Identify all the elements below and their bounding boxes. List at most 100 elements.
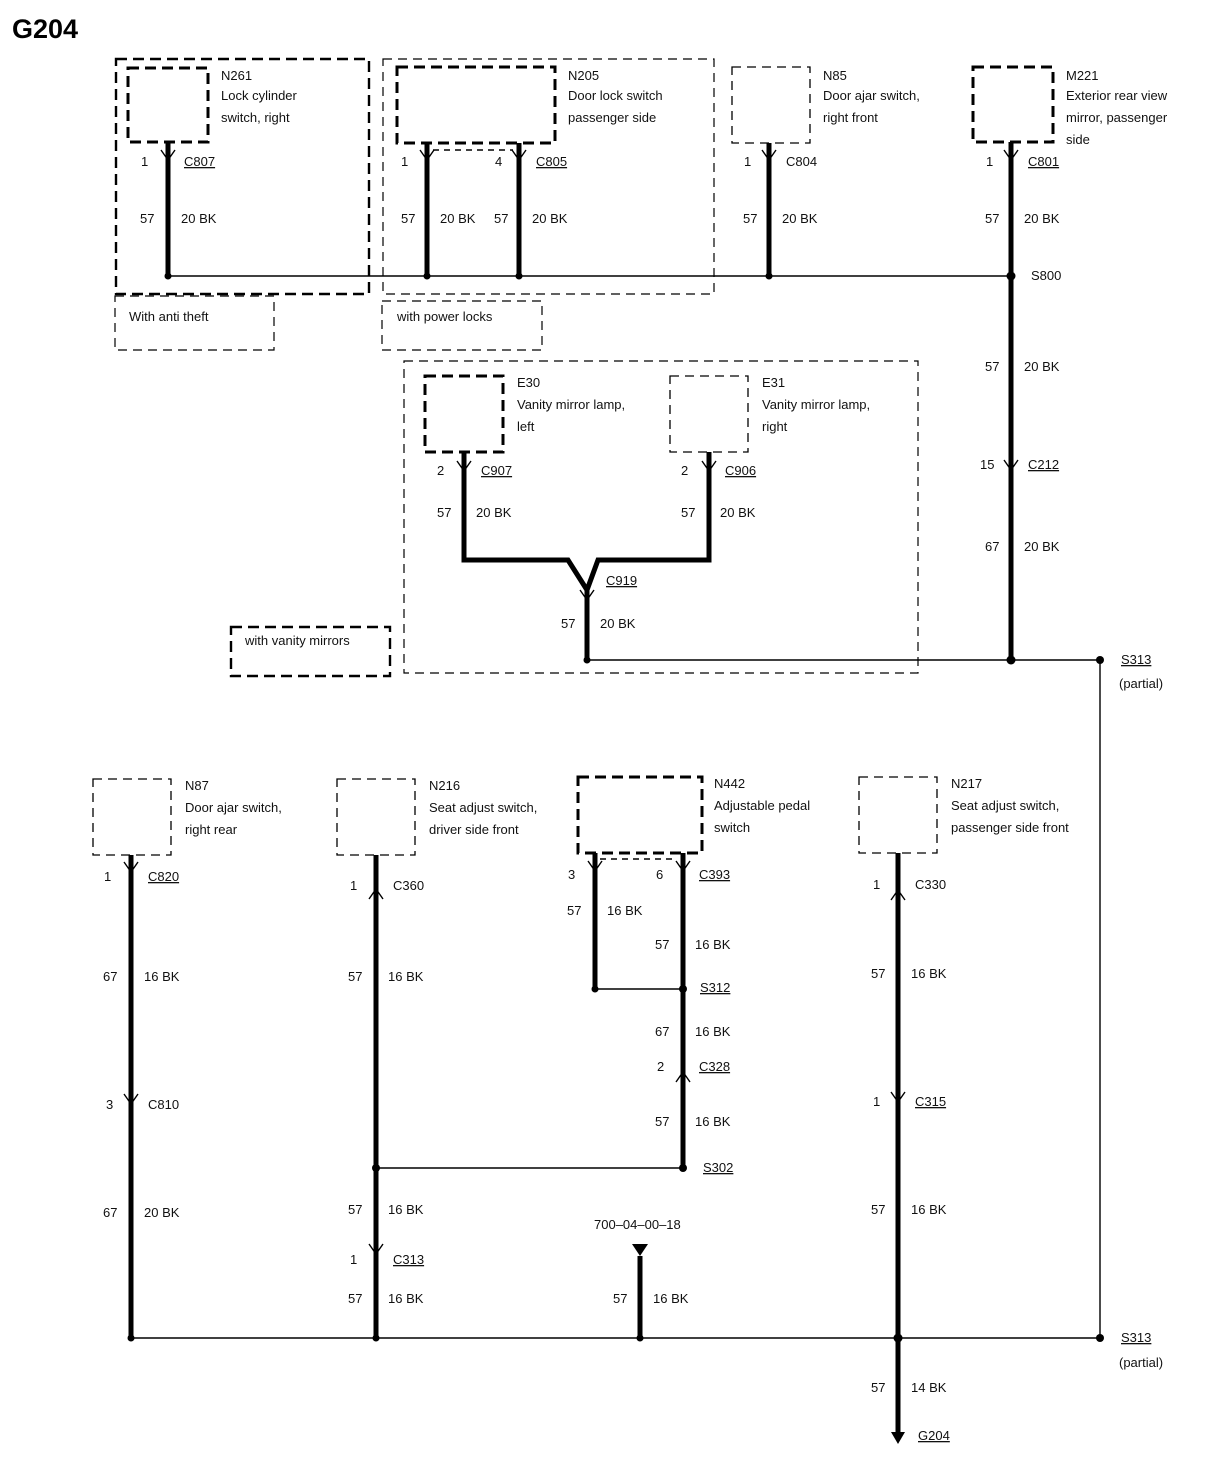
- n205-pin-4: 4: [495, 154, 502, 169]
- s313-node-top-main: [1006, 655, 1016, 665]
- s800-label: S800: [1031, 268, 1061, 283]
- c907-connector-symbol: [456, 460, 472, 473]
- c313-gauge: 16 BK: [388, 1291, 424, 1306]
- c804-label: C804: [786, 154, 817, 169]
- e30-gauge: 20 BK: [476, 505, 512, 520]
- n216-circuit: 57: [348, 969, 362, 984]
- g204-gauge: 14 BK: [911, 1380, 947, 1395]
- s302-c313-gauge: 16 BK: [388, 1202, 424, 1217]
- e30-id: E30: [517, 375, 540, 390]
- n261-desc-1: Lock cylinder: [221, 88, 298, 103]
- s313-node-ground-ref: [636, 1334, 644, 1342]
- n217-id: N217: [951, 776, 982, 791]
- c328-pin: 2: [657, 1059, 664, 1074]
- n205-gauge-4: 20 BK: [532, 211, 568, 226]
- n85-component: [731, 66, 811, 144]
- n442-pin-6: 6: [656, 867, 663, 882]
- n442-circuit-6: 57: [655, 937, 669, 952]
- m221-component: [971, 65, 1055, 144]
- g204-circuit: 57: [871, 1380, 885, 1395]
- c805-connector-symbol-1: [419, 149, 435, 162]
- anti-theft-label: With anti theft: [129, 309, 209, 324]
- c805-label: C805: [536, 154, 567, 169]
- s313-label-bottom: S313: [1121, 1330, 1151, 1345]
- n87-pin: 1: [104, 869, 111, 884]
- n442-desc-2: switch: [714, 820, 750, 835]
- n217-desc-1: Seat adjust switch,: [951, 798, 1059, 813]
- n85-circuit: 57: [743, 211, 757, 226]
- s313-label-top: S313: [1121, 652, 1151, 667]
- e31-circuit: 57: [681, 505, 695, 520]
- c328-circuit: 57: [655, 1114, 669, 1129]
- ground-reference-circuit: 57: [613, 1291, 627, 1306]
- n205-circuit-1: 57: [401, 211, 415, 226]
- e30-desc-2: left: [517, 419, 535, 434]
- n442-circuit-3: 57: [567, 903, 581, 918]
- ground-reference-arrow: [632, 1244, 648, 1256]
- c919-label: C919: [606, 573, 637, 588]
- e31-component: [669, 375, 749, 453]
- n87-component: [92, 778, 172, 856]
- s800-node-n205-4: [515, 272, 523, 280]
- g204-label: G204: [918, 1428, 950, 1443]
- m221-desc-2: mirror, passenger: [1066, 110, 1168, 125]
- e31-id: E31: [762, 375, 785, 390]
- c328-gauge: 16 BK: [695, 1114, 731, 1129]
- n87-desc-1: Door ajar switch,: [185, 800, 282, 815]
- c360-label: C360: [393, 878, 424, 893]
- anti-theft-label-box: [114, 295, 275, 351]
- c212-circuit: 67: [985, 539, 999, 554]
- s312-gauge: 16 BK: [695, 1024, 731, 1039]
- c807-connector-symbol: [160, 149, 176, 162]
- c810-gauge: 20 BK: [144, 1205, 180, 1220]
- e31-gauge: 20 BK: [720, 505, 756, 520]
- s302-c313-circuit: 57: [348, 1202, 362, 1217]
- e30-pin: 2: [437, 463, 444, 478]
- n216-component: [336, 778, 416, 856]
- n217-component: [858, 776, 938, 854]
- n442-component: [576, 775, 704, 855]
- n205-desc-2: passenger side: [568, 110, 656, 125]
- e30-circuit: 57: [437, 505, 451, 520]
- c801-connector-symbol: [1003, 149, 1019, 162]
- s800-node-n85: [765, 272, 773, 280]
- n85-desc-2: right front: [823, 110, 878, 125]
- vanity-mirrors-label: with vanity mirrors: [244, 633, 350, 648]
- n261-id: N261: [221, 68, 252, 83]
- m221-circuit: 57: [985, 211, 999, 226]
- c315-connector-symbol: [890, 1091, 906, 1104]
- s800-node-n261: [164, 272, 172, 280]
- c810-circuit: 67: [103, 1205, 117, 1220]
- n261-pin: 1: [141, 154, 148, 169]
- s302-label: S302: [703, 1160, 733, 1175]
- c804-connector-symbol: [761, 149, 777, 162]
- c807-label: C807: [184, 154, 215, 169]
- e30-wire: [461, 452, 590, 592]
- page-title: G204: [12, 14, 78, 44]
- c393-label: C393: [699, 867, 730, 882]
- c330-connector-symbol: [890, 888, 906, 901]
- n442-pin-3: 3: [568, 867, 575, 882]
- c820-label: C820: [148, 869, 179, 884]
- n217-desc-2: passenger side front: [951, 820, 1069, 835]
- s800-c212-gauge: 20 BK: [1024, 359, 1060, 374]
- n217-gauge: 16 BK: [911, 966, 947, 981]
- n261-component: [126, 66, 210, 144]
- n216-pin: 1: [350, 878, 357, 893]
- power-locks-region: [382, 58, 715, 295]
- c919-circuit: 57: [561, 616, 575, 631]
- e31-desc-2: right: [762, 419, 788, 434]
- c810-label: C810: [148, 1097, 179, 1112]
- n205-desc-1: Door lock switch: [568, 88, 663, 103]
- c907-label: C907: [481, 463, 512, 478]
- n442-gauge-6: 16 BK: [695, 937, 731, 952]
- s313-splice-bottom: [893, 1333, 903, 1343]
- power-locks-label-box: [381, 300, 543, 351]
- s313-node-n216: [372, 1334, 380, 1342]
- ground-reference: 700–04–00–18: [594, 1217, 681, 1232]
- n261-gauge: 20 BK: [181, 211, 217, 226]
- s312-label: S312: [700, 980, 730, 995]
- c919-connector-symbol: [579, 589, 595, 602]
- s302-splice: [679, 1164, 687, 1172]
